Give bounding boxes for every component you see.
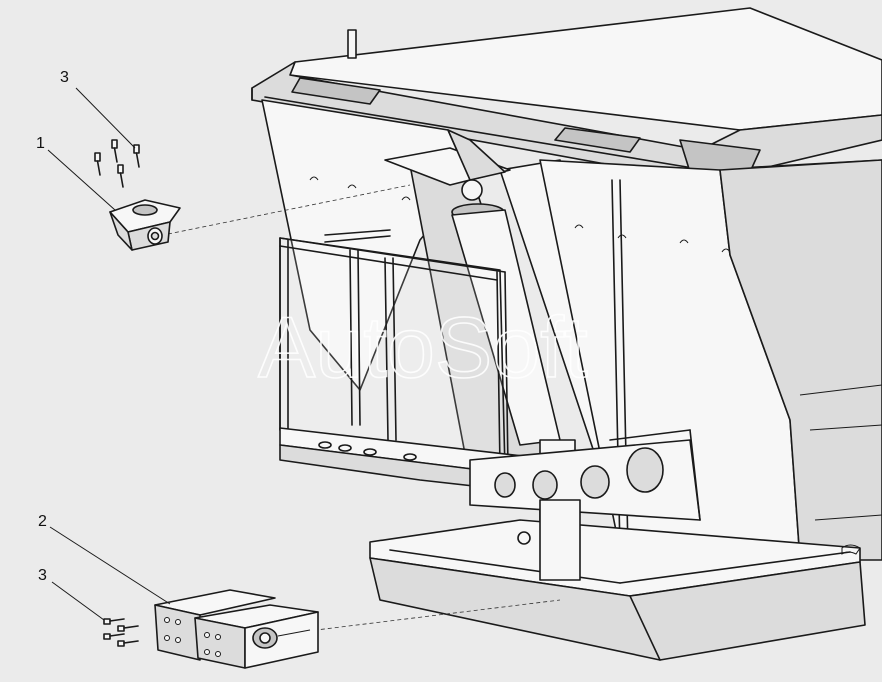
callout-2: 2 [38, 513, 47, 530]
main-body [251, 7, 882, 661]
part-1-rubber-mount [109, 199, 181, 251]
part-3-bolts-lower [103, 618, 139, 647]
callout-3-upper: 3 [60, 69, 69, 86]
part-3-bolts-upper [94, 139, 140, 188]
part-2-support-bracket [154, 589, 319, 669]
callout-1: 1 [36, 135, 45, 152]
leader-lines [47, 87, 171, 621]
callout-3-lower: 3 [38, 567, 47, 584]
watermark-text: AutoSoft [258, 300, 588, 396]
assembly-lines [167, 184, 561, 633]
